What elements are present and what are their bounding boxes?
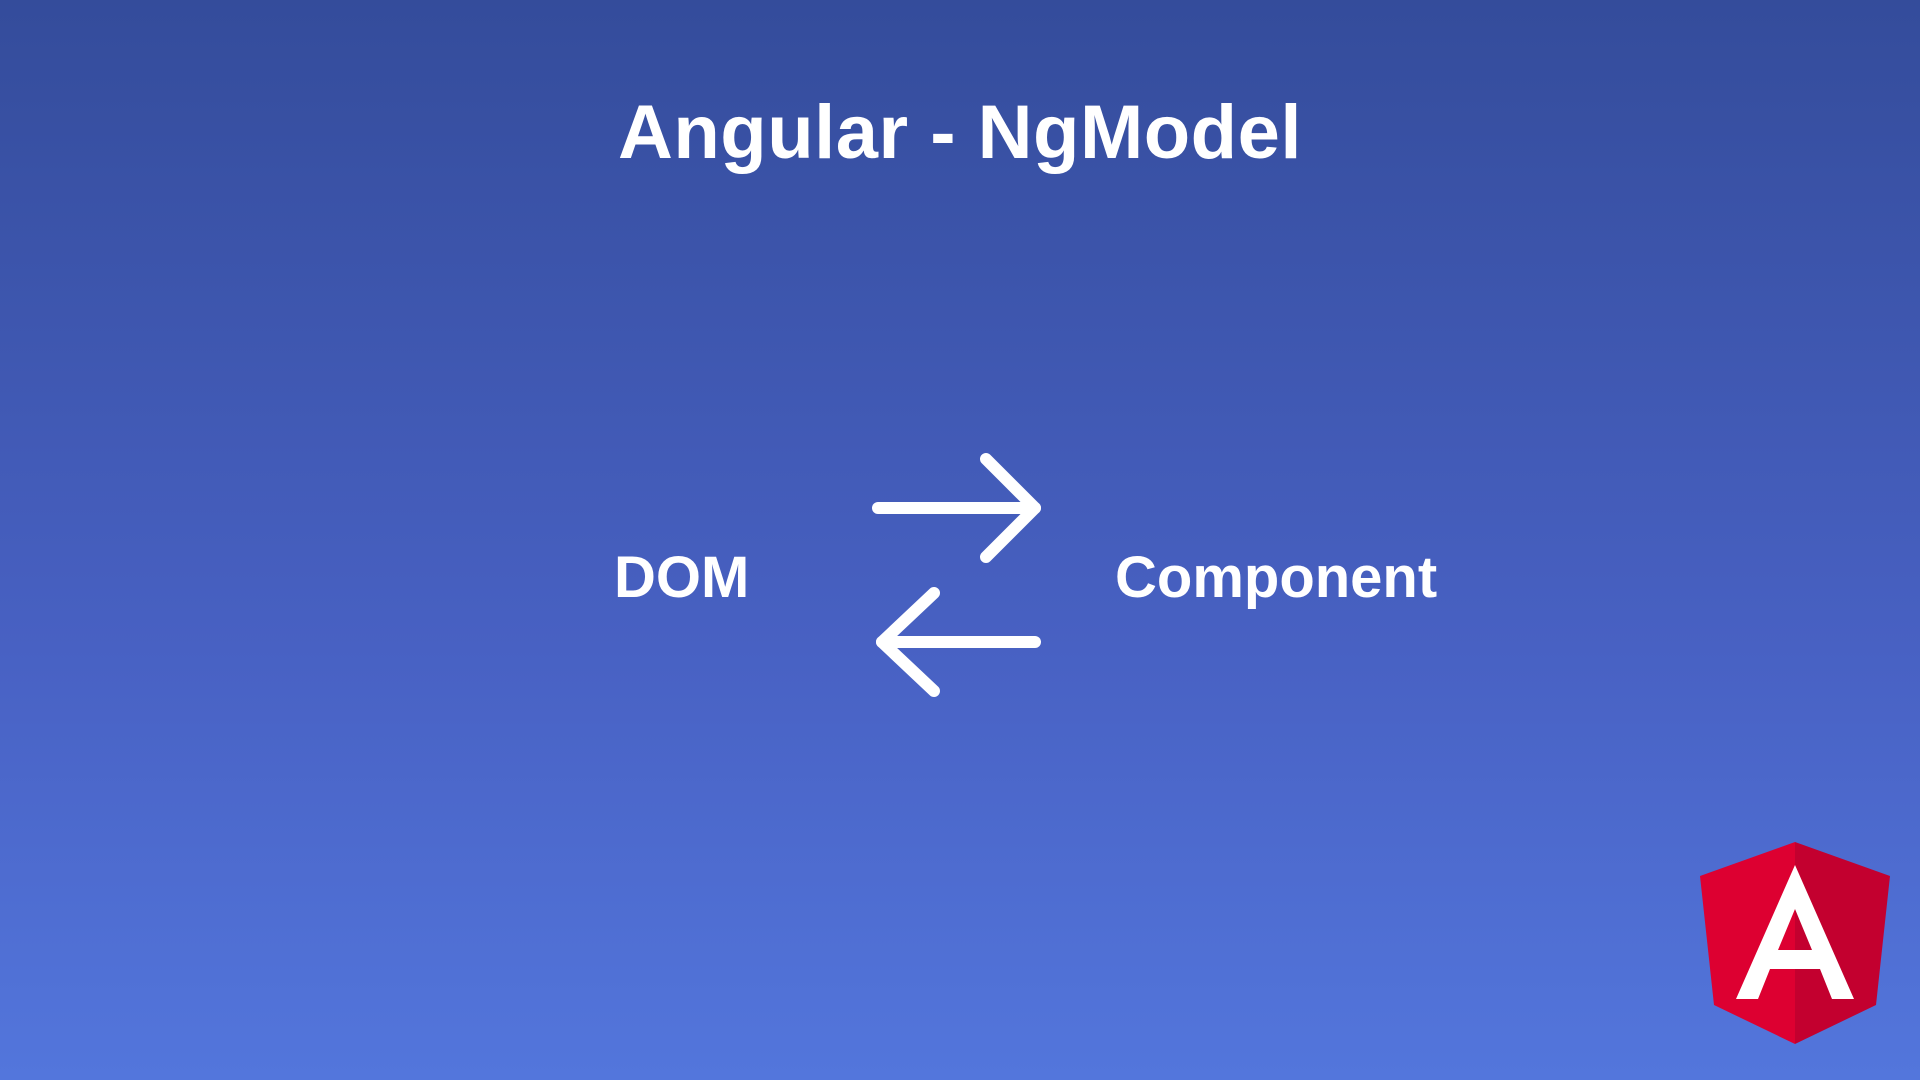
component-label: Component [1115,545,1438,610]
two-way-arrows [872,453,1041,697]
arrow-right-icon [872,453,1041,563]
dom-label: DOM [614,545,750,610]
angular-logo-icon [1700,842,1890,1044]
slide-title: Angular - NgModel [617,90,1302,175]
arrow-left-icon [876,587,1041,697]
